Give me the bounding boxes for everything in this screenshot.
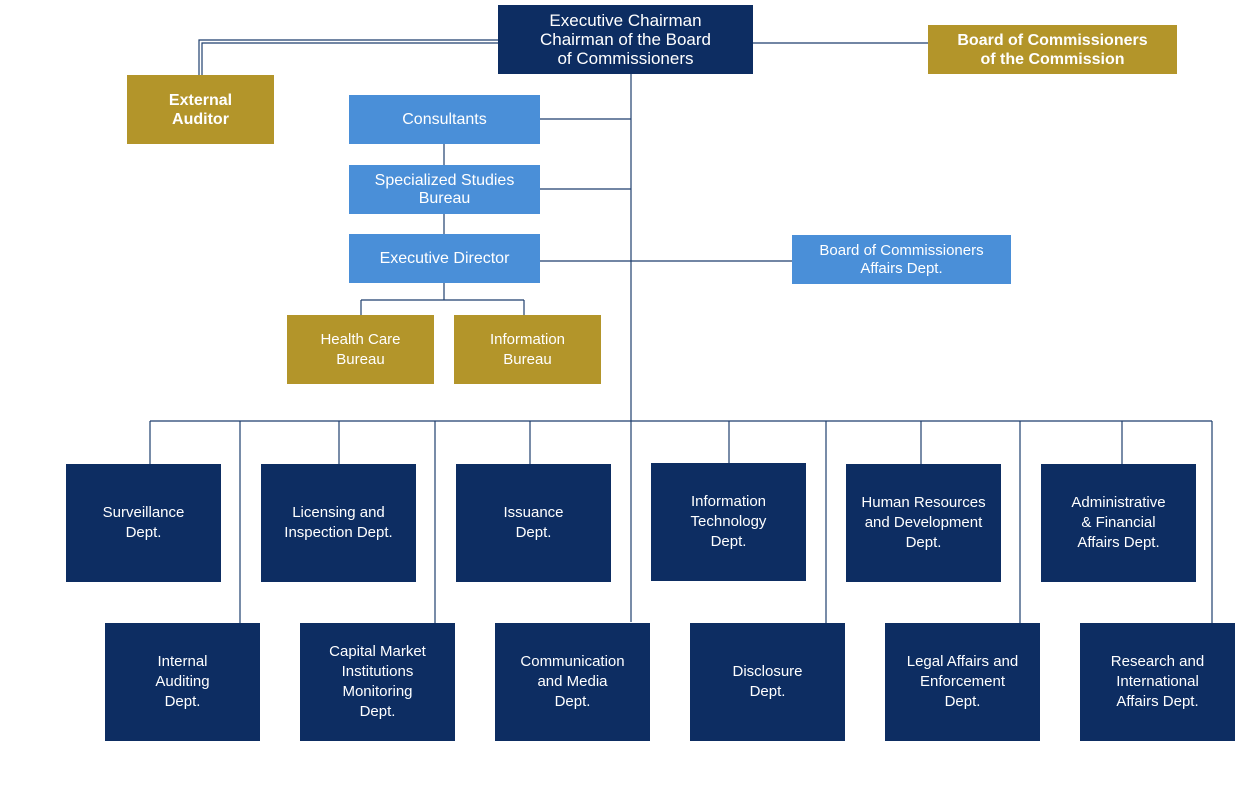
dept-label: Research and International Affairs Dept. (1110, 653, 1205, 710)
executive-director-box: Executive Director (349, 234, 540, 283)
issuance-dept-box: Issuance Dept. (456, 464, 611, 582)
dept-label: Legal Affairs and Enforcement Dept. (906, 653, 1019, 710)
consultants-label: Consultants (402, 110, 487, 128)
board-of-commissioners-label: Board of Commissioners of the Commission (957, 31, 1148, 68)
board-affairs-dept-label: Board of Commissioners Affairs Dept. (819, 241, 984, 277)
health-care-bureau-label: Health Care Bureau (320, 330, 401, 368)
dept-label: Disclosure Dept. (732, 663, 803, 700)
internal-auditing-dept-box: Internal Auditing Dept. (105, 623, 260, 741)
licensing-inspection-dept-box: Licensing and Inspection Dept. (261, 464, 416, 582)
board-affairs-dept-box: Board of Commissioners Affairs Dept. (792, 235, 1011, 284)
specialized-studies-bureau-label: Specialized Studies Bureau (374, 171, 515, 207)
dept-label: Surveillance Dept. (102, 504, 185, 541)
dept-label: Human Resources and Development Dept. (861, 494, 986, 551)
surveillance-dept-box: Surveillance Dept. (66, 464, 221, 582)
dept-label: Communication and Media Dept. (520, 653, 625, 710)
information-technology-dept-box: Information Technology Dept. (651, 463, 806, 581)
research-international-dept-box: Research and International Affairs Dept. (1080, 623, 1235, 741)
disclosure-dept-box: Disclosure Dept. (690, 623, 845, 741)
dept-label: Internal Auditing Dept. (155, 653, 210, 710)
health-care-bureau-box: Health Care Bureau (287, 315, 434, 384)
information-bureau-label: Information Bureau (489, 330, 566, 368)
dept-label: Licensing and Inspection Dept. (284, 504, 393, 541)
dept-label: Administrative & Financial Affairs Dept. (1071, 494, 1166, 551)
information-bureau-box: Information Bureau (454, 315, 601, 384)
consultants-box: Consultants (349, 95, 540, 144)
administrative-financial-dept-box: Administrative & Financial Affairs Dept. (1041, 464, 1196, 582)
board-of-commissioners-box: Board of Commissioners of the Commission (928, 25, 1177, 74)
communication-media-dept-box: Communication and Media Dept. (495, 623, 650, 741)
capital-market-institutions-dept-box: Capital Market Institutions Monitoring D… (300, 623, 455, 741)
external-auditor-label: External Auditor (168, 91, 233, 128)
dept-label: Information Technology Dept. (690, 493, 767, 550)
legal-affairs-dept-box: Legal Affairs and Enforcement Dept. (885, 623, 1040, 741)
human-resources-dept-box: Human Resources and Development Dept. (846, 464, 1001, 582)
dept-label: Capital Market Institutions Monitoring D… (329, 643, 426, 720)
specialized-studies-bureau-box: Specialized Studies Bureau (349, 165, 540, 214)
executive-director-label: Executive Director (379, 249, 510, 267)
external-auditor-box: External Auditor (127, 75, 274, 144)
dept-label: Issuance Dept. (503, 504, 564, 541)
executive-chairman-label: Executive Chairman Chairman of the Board… (539, 11, 712, 68)
executive-chairman-box: Executive Chairman Chairman of the Board… (498, 5, 753, 74)
